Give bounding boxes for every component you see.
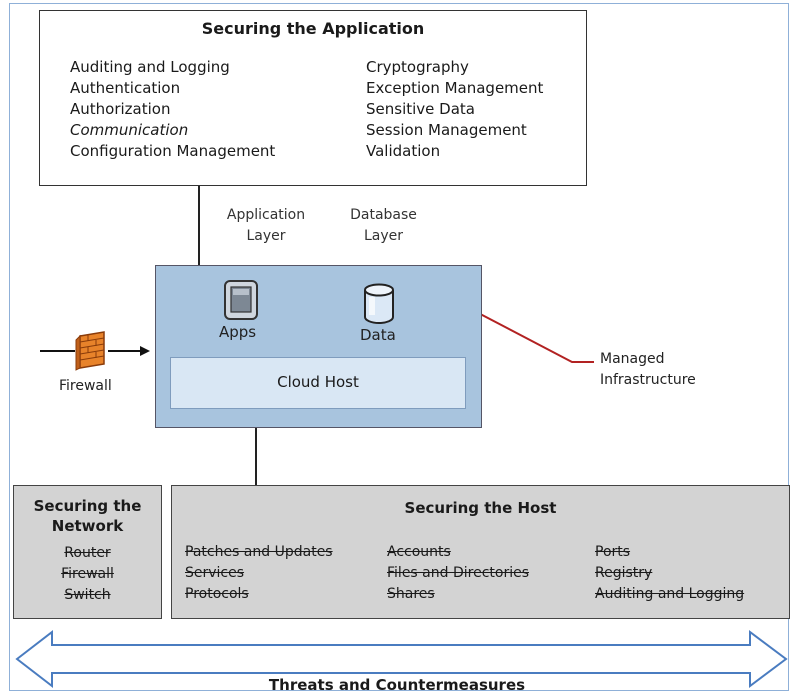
host-item: Shares	[387, 586, 435, 602]
host-item: Patches and Updates	[185, 544, 333, 560]
host-box: Securing the Host Patches and Updates Se…	[171, 485, 790, 619]
diagram-frame	[9, 3, 789, 691]
network-item: Switch	[64, 587, 111, 603]
application-box: Securing the Application Auditing and Lo…	[39, 10, 587, 186]
apps-icon	[224, 280, 258, 320]
host-item: Accounts	[387, 544, 451, 560]
network-box: Securing the Network Router Firewall Swi…	[13, 485, 162, 619]
database-icon	[364, 283, 394, 324]
app-item: Session Management	[366, 121, 527, 139]
application-left-list: Auditing and Logging Authentication Auth…	[70, 57, 275, 162]
managed-label-line: Managed	[600, 351, 665, 367]
network-title-line: Network	[51, 517, 124, 535]
layer-label-line: Database	[350, 207, 417, 223]
layer-label-line: Layer	[363, 228, 404, 244]
firewall-icon	[75, 331, 105, 371]
application-layer-label: Application Layer	[216, 205, 316, 247]
network-title: Securing the Network	[14, 496, 161, 536]
host-item: Registry	[595, 565, 653, 581]
app-item: Authorization	[70, 100, 171, 118]
host-item: Auditing and Logging	[595, 586, 745, 602]
app-item: Authentication	[70, 79, 181, 97]
network-item: Router	[64, 545, 111, 561]
host-column-3: Ports Registry Auditing and Logging	[595, 542, 744, 605]
app-item: Cryptography	[366, 58, 469, 76]
application-title: Securing the Application	[201, 19, 425, 38]
app-item: Configuration Management	[70, 142, 276, 160]
app-item: Exception Management	[366, 79, 544, 97]
host-column-2: Accounts Files and Directories Shares	[387, 542, 529, 605]
apps-label: Apps	[219, 323, 257, 341]
host-title: Securing the Host	[404, 499, 557, 517]
database-layer-label: Database Layer	[336, 205, 431, 247]
host-item: Services	[185, 565, 245, 581]
firewall-label: Firewall	[59, 378, 112, 394]
network-title-line: Securing the	[33, 497, 142, 515]
app-item: Sensitive Data	[366, 100, 475, 118]
host-column-1: Patches and Updates Services Protocols	[185, 542, 333, 605]
host-item: Ports	[595, 544, 631, 560]
threats-label: Threats and Countermeasures	[268, 676, 526, 694]
app-item: Communication	[70, 121, 189, 139]
network-item: Firewall	[61, 566, 114, 582]
host-item: Protocols	[185, 586, 249, 602]
host-item: Files and Directories	[387, 565, 529, 581]
layer-label-line: Layer	[246, 228, 286, 244]
managed-label-line: Infrastructure	[600, 372, 696, 388]
layer-label-line: Application	[226, 207, 306, 223]
managed-infrastructure-label: Managed Infrastructure	[600, 349, 696, 391]
app-item: Validation	[366, 142, 441, 160]
threats-double-arrow	[15, 629, 788, 689]
managed-leader-line	[462, 304, 594, 363]
application-right-list: Cryptography Exception Management Sensit…	[366, 57, 543, 162]
data-label: Data	[360, 326, 396, 344]
inbound-arrowhead	[140, 346, 150, 356]
app-item: Auditing and Logging	[70, 58, 230, 76]
network-list: Router Firewall Switch	[14, 543, 161, 606]
cloud-host-box: Cloud Host	[170, 357, 466, 409]
